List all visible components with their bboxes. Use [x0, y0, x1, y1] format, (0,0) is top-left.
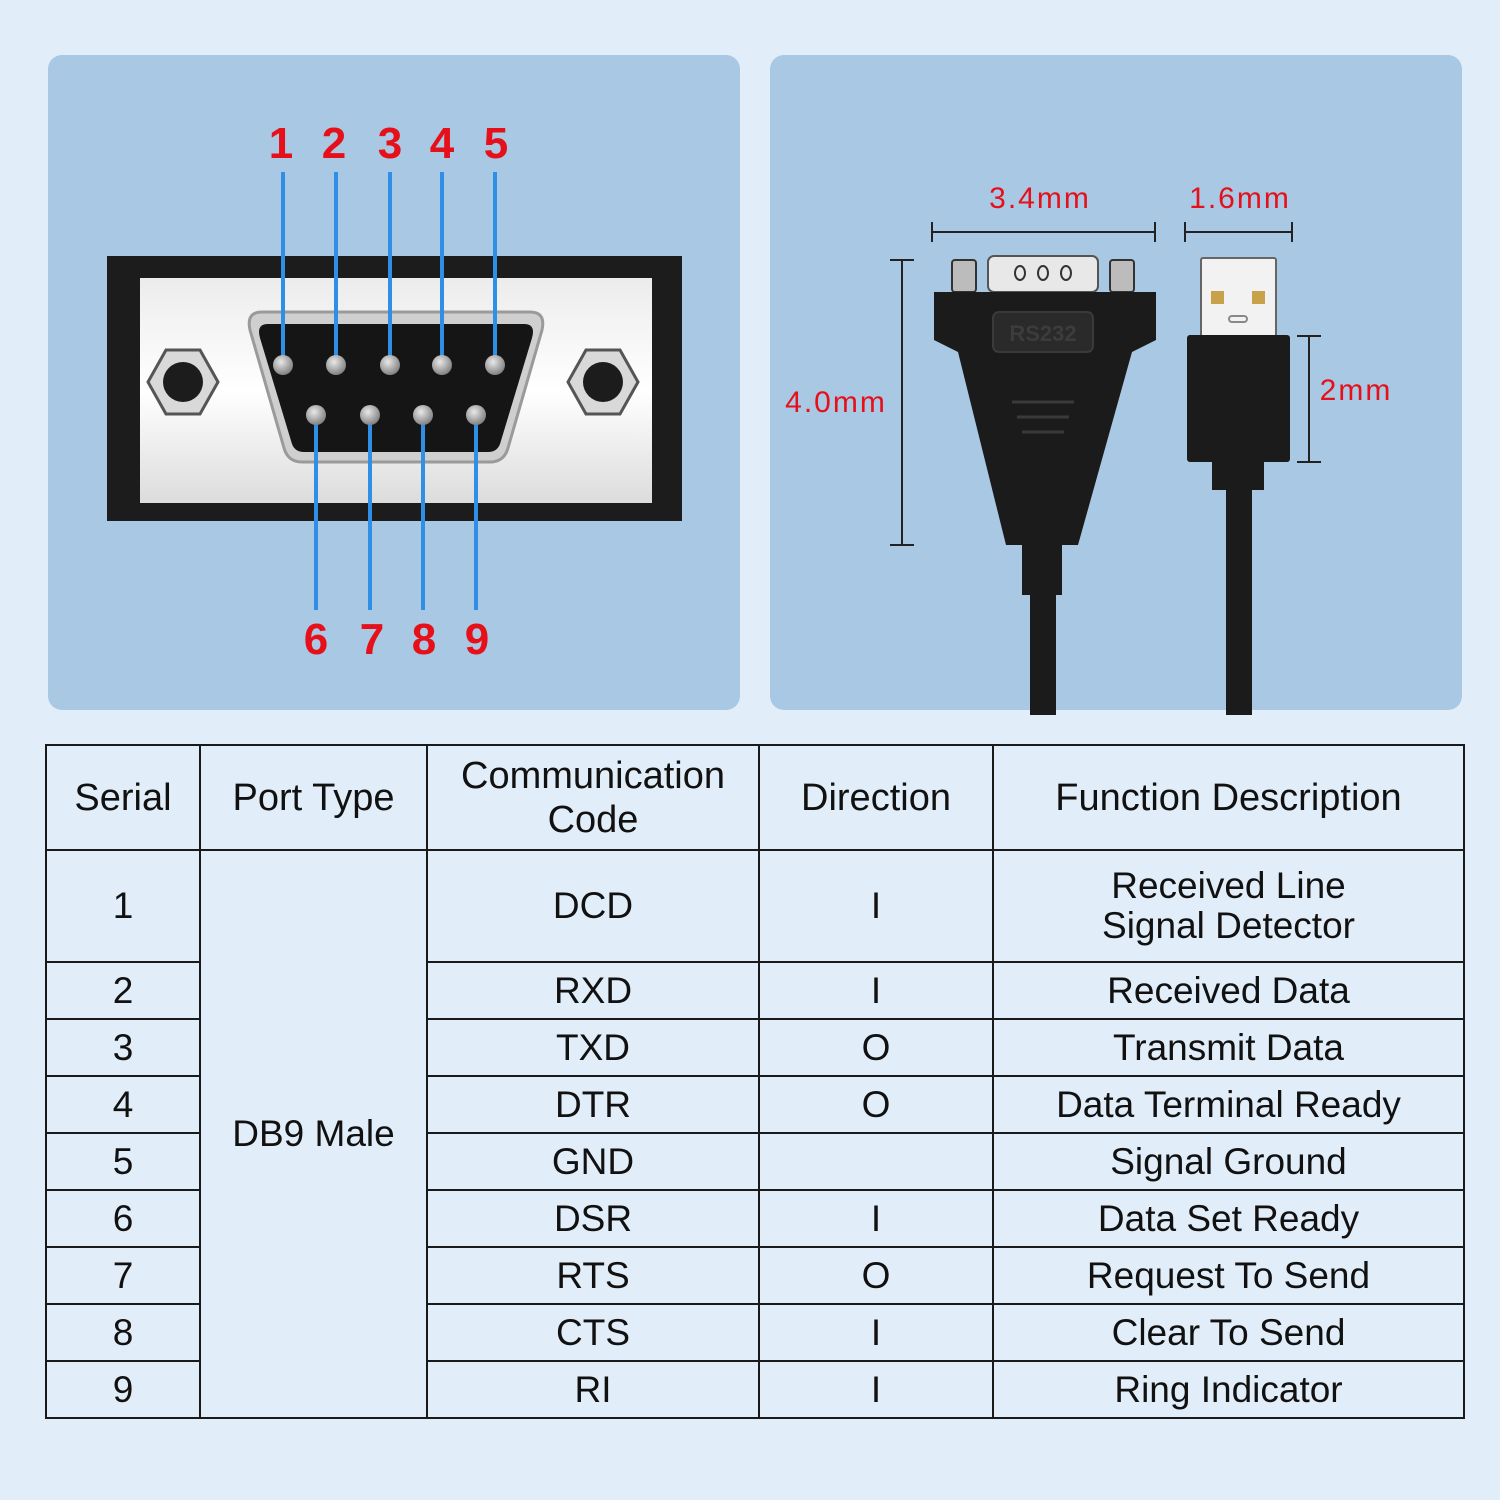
table-row: 2 RXD I Received Data — [45, 961, 1465, 1020]
cell-code: TXD — [426, 1018, 760, 1077]
pin-label-4: 4 — [430, 119, 455, 168]
cell-function: Data Set Ready — [992, 1189, 1465, 1248]
pin-label-8: 8 — [412, 615, 436, 664]
cell-code: DCD — [426, 849, 760, 963]
cell-port-type: DB9 Male — [199, 849, 428, 1419]
table-row: 5 GND Signal Ground — [45, 1132, 1465, 1191]
cell-direction: O — [758, 1075, 994, 1134]
pin-function-table: Serial Port Type Communication Code Dire… — [45, 744, 1465, 1419]
cell-serial: 6 — [45, 1189, 201, 1248]
pin-label-6: 6 — [304, 615, 328, 664]
header-communication-code: Communication Code — [426, 744, 760, 851]
table-header-row: Serial Port Type Communication Code Dire… — [45, 744, 1465, 851]
pin-label-3: 3 — [378, 119, 402, 168]
cell-direction: O — [758, 1246, 994, 1305]
cell-direction: I — [758, 1303, 994, 1362]
table-row: 3 TXD O Transmit Data — [45, 1018, 1465, 1077]
dimension-lines — [890, 222, 1321, 546]
pin-7 — [360, 405, 380, 425]
connector-height-label: 4.0mm — [785, 386, 887, 419]
pin-1 — [273, 355, 293, 375]
pin-label-7: 7 — [360, 615, 384, 664]
cell-function: Received Line Signal Detector — [992, 849, 1465, 963]
right-screw-icon — [566, 348, 640, 416]
cell-function: Received Data — [992, 961, 1465, 1020]
cell-direction: I — [758, 849, 994, 963]
table-row: 1 DB9 Male DCD I Received Line Signal De… — [45, 849, 1465, 1419]
cell-code: RI — [426, 1360, 760, 1419]
pin-leader-lines — [281, 172, 497, 610]
cell-function: Ring Indicator — [992, 1360, 1465, 1419]
pin-2 — [326, 355, 346, 375]
cell-function: Data Terminal Ready — [992, 1075, 1465, 1134]
db9-pins — [273, 355, 505, 425]
cell-serial: 8 — [45, 1303, 201, 1362]
pin-8 — [413, 405, 433, 425]
cell-direction: I — [758, 961, 994, 1020]
pin-3 — [380, 355, 400, 375]
pin-label-5: 5 — [484, 119, 508, 168]
cell-serial: 2 — [45, 961, 201, 1020]
d-shell-insert — [259, 324, 533, 452]
pin-label-1: 1 — [269, 119, 293, 168]
cell-code: RTS — [426, 1246, 760, 1305]
table-row: 4 DTR O Data Terminal Ready — [45, 1075, 1465, 1134]
header-serial: Serial — [45, 744, 201, 851]
cell-code: CTS — [426, 1303, 760, 1362]
pinout-diagram: 1 2 3 4 5 6 7 8 9 — [107, 119, 682, 664]
cable-dimension-diagram: RS232 3.4mm 1.6mm 4.0mm — [785, 182, 1393, 715]
cell-direction: I — [758, 1189, 994, 1248]
header-code-line1: Communication — [461, 754, 725, 797]
db9-connector-icon: RS232 — [934, 255, 1156, 715]
cell-direction: I — [758, 1360, 994, 1419]
pin-9 — [466, 405, 486, 425]
cell-serial: 1 — [45, 849, 201, 963]
cell-function: Clear To Send — [992, 1303, 1465, 1362]
table-row: 9 RI I Ring Indicator — [45, 1360, 1465, 1419]
pin-label-9: 9 — [465, 615, 489, 664]
pin-5 — [485, 355, 505, 375]
header-code-line2: Code — [547, 798, 639, 841]
usb-connector-icon — [1187, 257, 1290, 715]
cell-code: DTR — [426, 1075, 760, 1134]
cell-function: Request To Send — [992, 1246, 1465, 1305]
cell-serial: 4 — [45, 1075, 201, 1134]
header-direction: Direction — [758, 744, 994, 851]
cell-code: RXD — [426, 961, 760, 1020]
header-port-type: Port Type — [199, 744, 428, 851]
pin-label-2: 2 — [322, 119, 346, 168]
cell-code: DSR — [426, 1189, 760, 1248]
table-row: 8 CTS I Clear To Send — [45, 1303, 1465, 1362]
usb-width-label: 1.6mm — [1189, 182, 1291, 215]
left-screw-icon — [146, 348, 220, 416]
cell-code: GND — [426, 1132, 760, 1191]
cell-function: Signal Ground — [992, 1132, 1465, 1191]
cell-function-line2: Signal Detector — [1102, 905, 1355, 946]
header-function: Function Description — [992, 744, 1465, 851]
cell-serial: 7 — [45, 1246, 201, 1305]
cell-function-line1: Received Line — [1111, 865, 1346, 906]
cell-serial: 5 — [45, 1132, 201, 1191]
table-row: 6 DSR I Data Set Ready — [45, 1189, 1465, 1248]
usb-height-label: 2mm — [1320, 374, 1393, 407]
connector-width-label: 3.4mm — [989, 182, 1091, 215]
pin-4 — [432, 355, 452, 375]
pin-6 — [306, 405, 326, 425]
cell-function: Transmit Data — [992, 1018, 1465, 1077]
cell-serial: 9 — [45, 1360, 201, 1419]
cell-direction: O — [758, 1018, 994, 1077]
connector-stamp: RS232 — [1009, 321, 1076, 346]
cell-direction — [758, 1132, 994, 1191]
table-row: 7 RTS O Request To Send — [45, 1246, 1465, 1305]
cell-serial: 3 — [45, 1018, 201, 1077]
